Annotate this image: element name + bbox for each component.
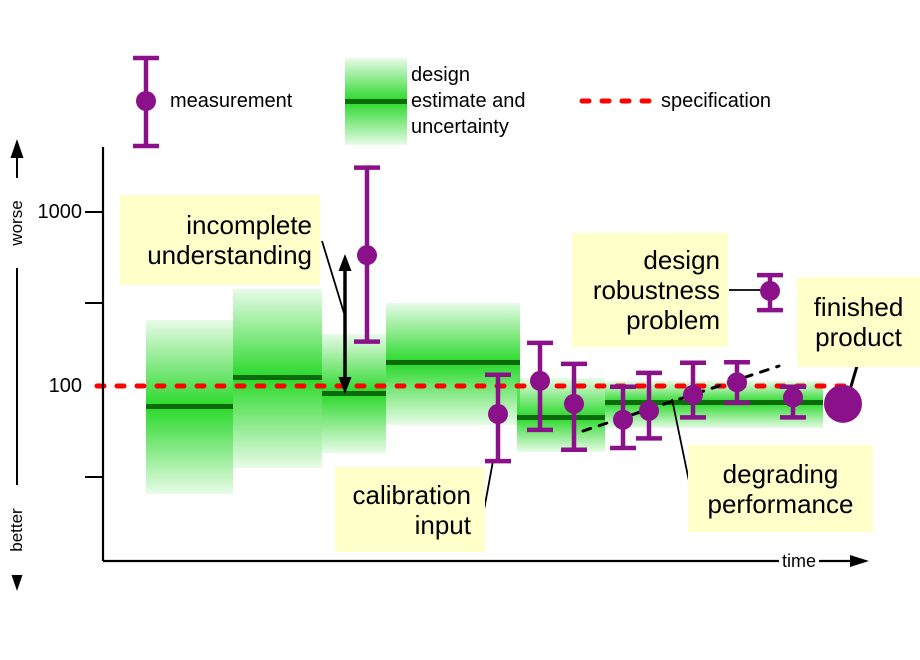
measurement-point	[613, 409, 633, 430]
measurement-point	[727, 372, 747, 393]
design-estimate-box	[517, 378, 605, 452]
legend-measurement-symbol	[133, 55, 159, 149]
design-estimate-box	[233, 289, 322, 468]
note-line: understanding	[147, 240, 312, 270]
note-degrading-performance: degrading performance	[688, 445, 873, 532]
legend-design-label-line1: design	[411, 64, 470, 86]
note-design-robustness-problem: design robustness problem	[572, 233, 728, 347]
design-estimate-centerline	[146, 404, 233, 410]
measurement-point	[357, 245, 377, 266]
design-estimate-centerline	[386, 360, 520, 366]
note-line: product	[815, 322, 902, 352]
legend-measurement-label: measurement	[170, 90, 293, 112]
y-axis-ticks	[85, 211, 102, 478]
legend-specification-label: specification	[661, 90, 772, 112]
design-estimate-centerline	[605, 400, 823, 406]
incomplete-connector-line	[321, 240, 345, 314]
legend-design-centerline	[345, 99, 407, 104]
legend-design-label-line3: uncertainty	[411, 116, 509, 138]
x-axis	[103, 555, 869, 567]
note-line: problem	[626, 305, 720, 335]
measurement-point	[760, 280, 780, 301]
design-estimate-centerline	[233, 374, 322, 380]
design-estimate-box	[146, 319, 233, 494]
measurement-point	[683, 384, 703, 405]
note-calibration-input: calibration input	[335, 467, 485, 552]
measurement-point	[639, 400, 659, 421]
y-tick-label: 1000	[37, 201, 83, 223]
measurement-point	[783, 387, 803, 408]
note-line: finished	[813, 292, 904, 322]
measurement-point	[488, 404, 508, 425]
note-line: input	[414, 509, 471, 540]
degrading-connector-line	[671, 398, 691, 487]
note-line: incomplete	[186, 210, 312, 240]
design-estimate-centerline	[322, 390, 386, 396]
measurement-point	[564, 393, 584, 414]
legend-design-box	[345, 58, 407, 145]
design-estimate-box	[322, 333, 386, 454]
note-line: robustness	[592, 275, 720, 305]
note-line: calibration	[352, 479, 471, 510]
note-line: degrading	[722, 458, 839, 489]
x-axis-arrowhead	[850, 555, 869, 567]
note-line: performance	[707, 488, 854, 519]
gap-double-arrow	[338, 254, 352, 394]
measurements-group	[354, 165, 862, 464]
legend-design-label: design estimate and uncertainty	[411, 62, 526, 140]
note-line: design	[643, 245, 720, 275]
finished-product-point	[824, 384, 862, 423]
design-estimate-centerline	[517, 414, 605, 420]
x-axis-time-label: time	[779, 550, 820, 572]
legend-design-label-line2: estimate and	[411, 90, 526, 112]
note-incomplete-understanding: incomplete understanding	[120, 195, 320, 285]
y-axis-better-label: better	[6, 485, 28, 575]
y-tick-label: 100	[48, 375, 82, 397]
note-finished-product: finished product	[797, 277, 920, 367]
measurement-point	[530, 370, 550, 391]
calibration-connector-line	[483, 460, 494, 511]
